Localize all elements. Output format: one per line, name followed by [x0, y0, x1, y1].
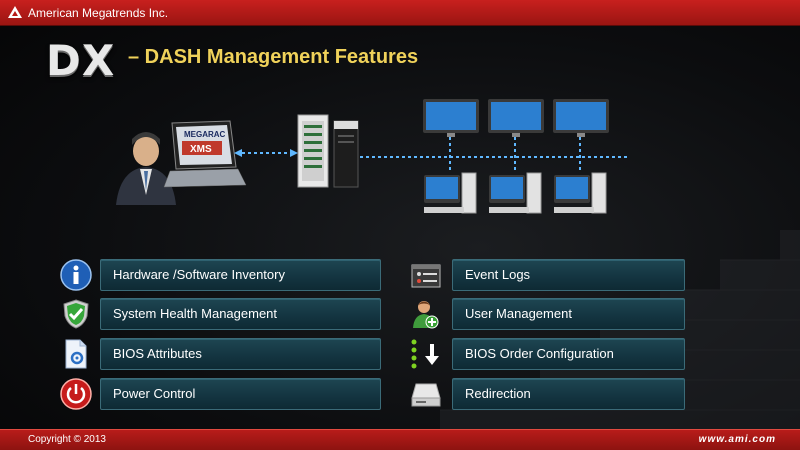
- client-desktop-icon: [424, 172, 607, 214]
- dx-logo: DX: [46, 36, 116, 85]
- shield-check-icon: [63, 299, 89, 329]
- drive-icon: [411, 383, 441, 407]
- copyright-text: Copyright © 2013: [28, 434, 106, 445]
- laptop-icon: MEGARAC XMS: [163, 120, 247, 188]
- bios-order-configuration-button[interactable]: BIOS Order Configuration: [452, 338, 685, 370]
- user-add-icon: [413, 301, 439, 329]
- bios-attributes-button[interactable]: BIOS Attributes: [100, 338, 381, 370]
- info-icon: [60, 259, 92, 291]
- user-management-button[interactable]: User Management: [452, 298, 685, 330]
- admin-user-icon: [116, 132, 176, 205]
- system-health-management-button[interactable]: System Health Management: [100, 298, 381, 330]
- rack-server-icon: [297, 114, 329, 188]
- console-brand: MEGARAC: [184, 130, 226, 139]
- header-bar: American Megatrends Inc.: [0, 0, 800, 26]
- client-monitor-icon: [423, 99, 609, 137]
- company-name: American Megatrends Inc.: [28, 6, 169, 20]
- power-icon: [60, 378, 92, 410]
- redirection-button[interactable]: Redirection: [452, 378, 685, 410]
- event-log-icon: [411, 264, 441, 288]
- power-control-button[interactable]: Power Control: [100, 378, 381, 410]
- tower-server-icon: [333, 120, 359, 188]
- console-product: XMS: [190, 144, 212, 155]
- hardware-software-inventory-button[interactable]: Hardware /Software Inventory: [100, 259, 381, 291]
- ami-logo-icon: [8, 6, 22, 18]
- boot-order-icon: [411, 339, 439, 369]
- network-diagram: MEGARAC XMS: [116, 99, 630, 214]
- website-link[interactable]: www.ami.com: [698, 434, 776, 445]
- page-title: – DASH Management Features: [128, 46, 419, 68]
- event-logs-button[interactable]: Event Logs: [452, 259, 685, 291]
- settings-page-icon: [65, 339, 87, 369]
- footer-bar: Copyright © 2013 www.ami.com: [0, 429, 800, 450]
